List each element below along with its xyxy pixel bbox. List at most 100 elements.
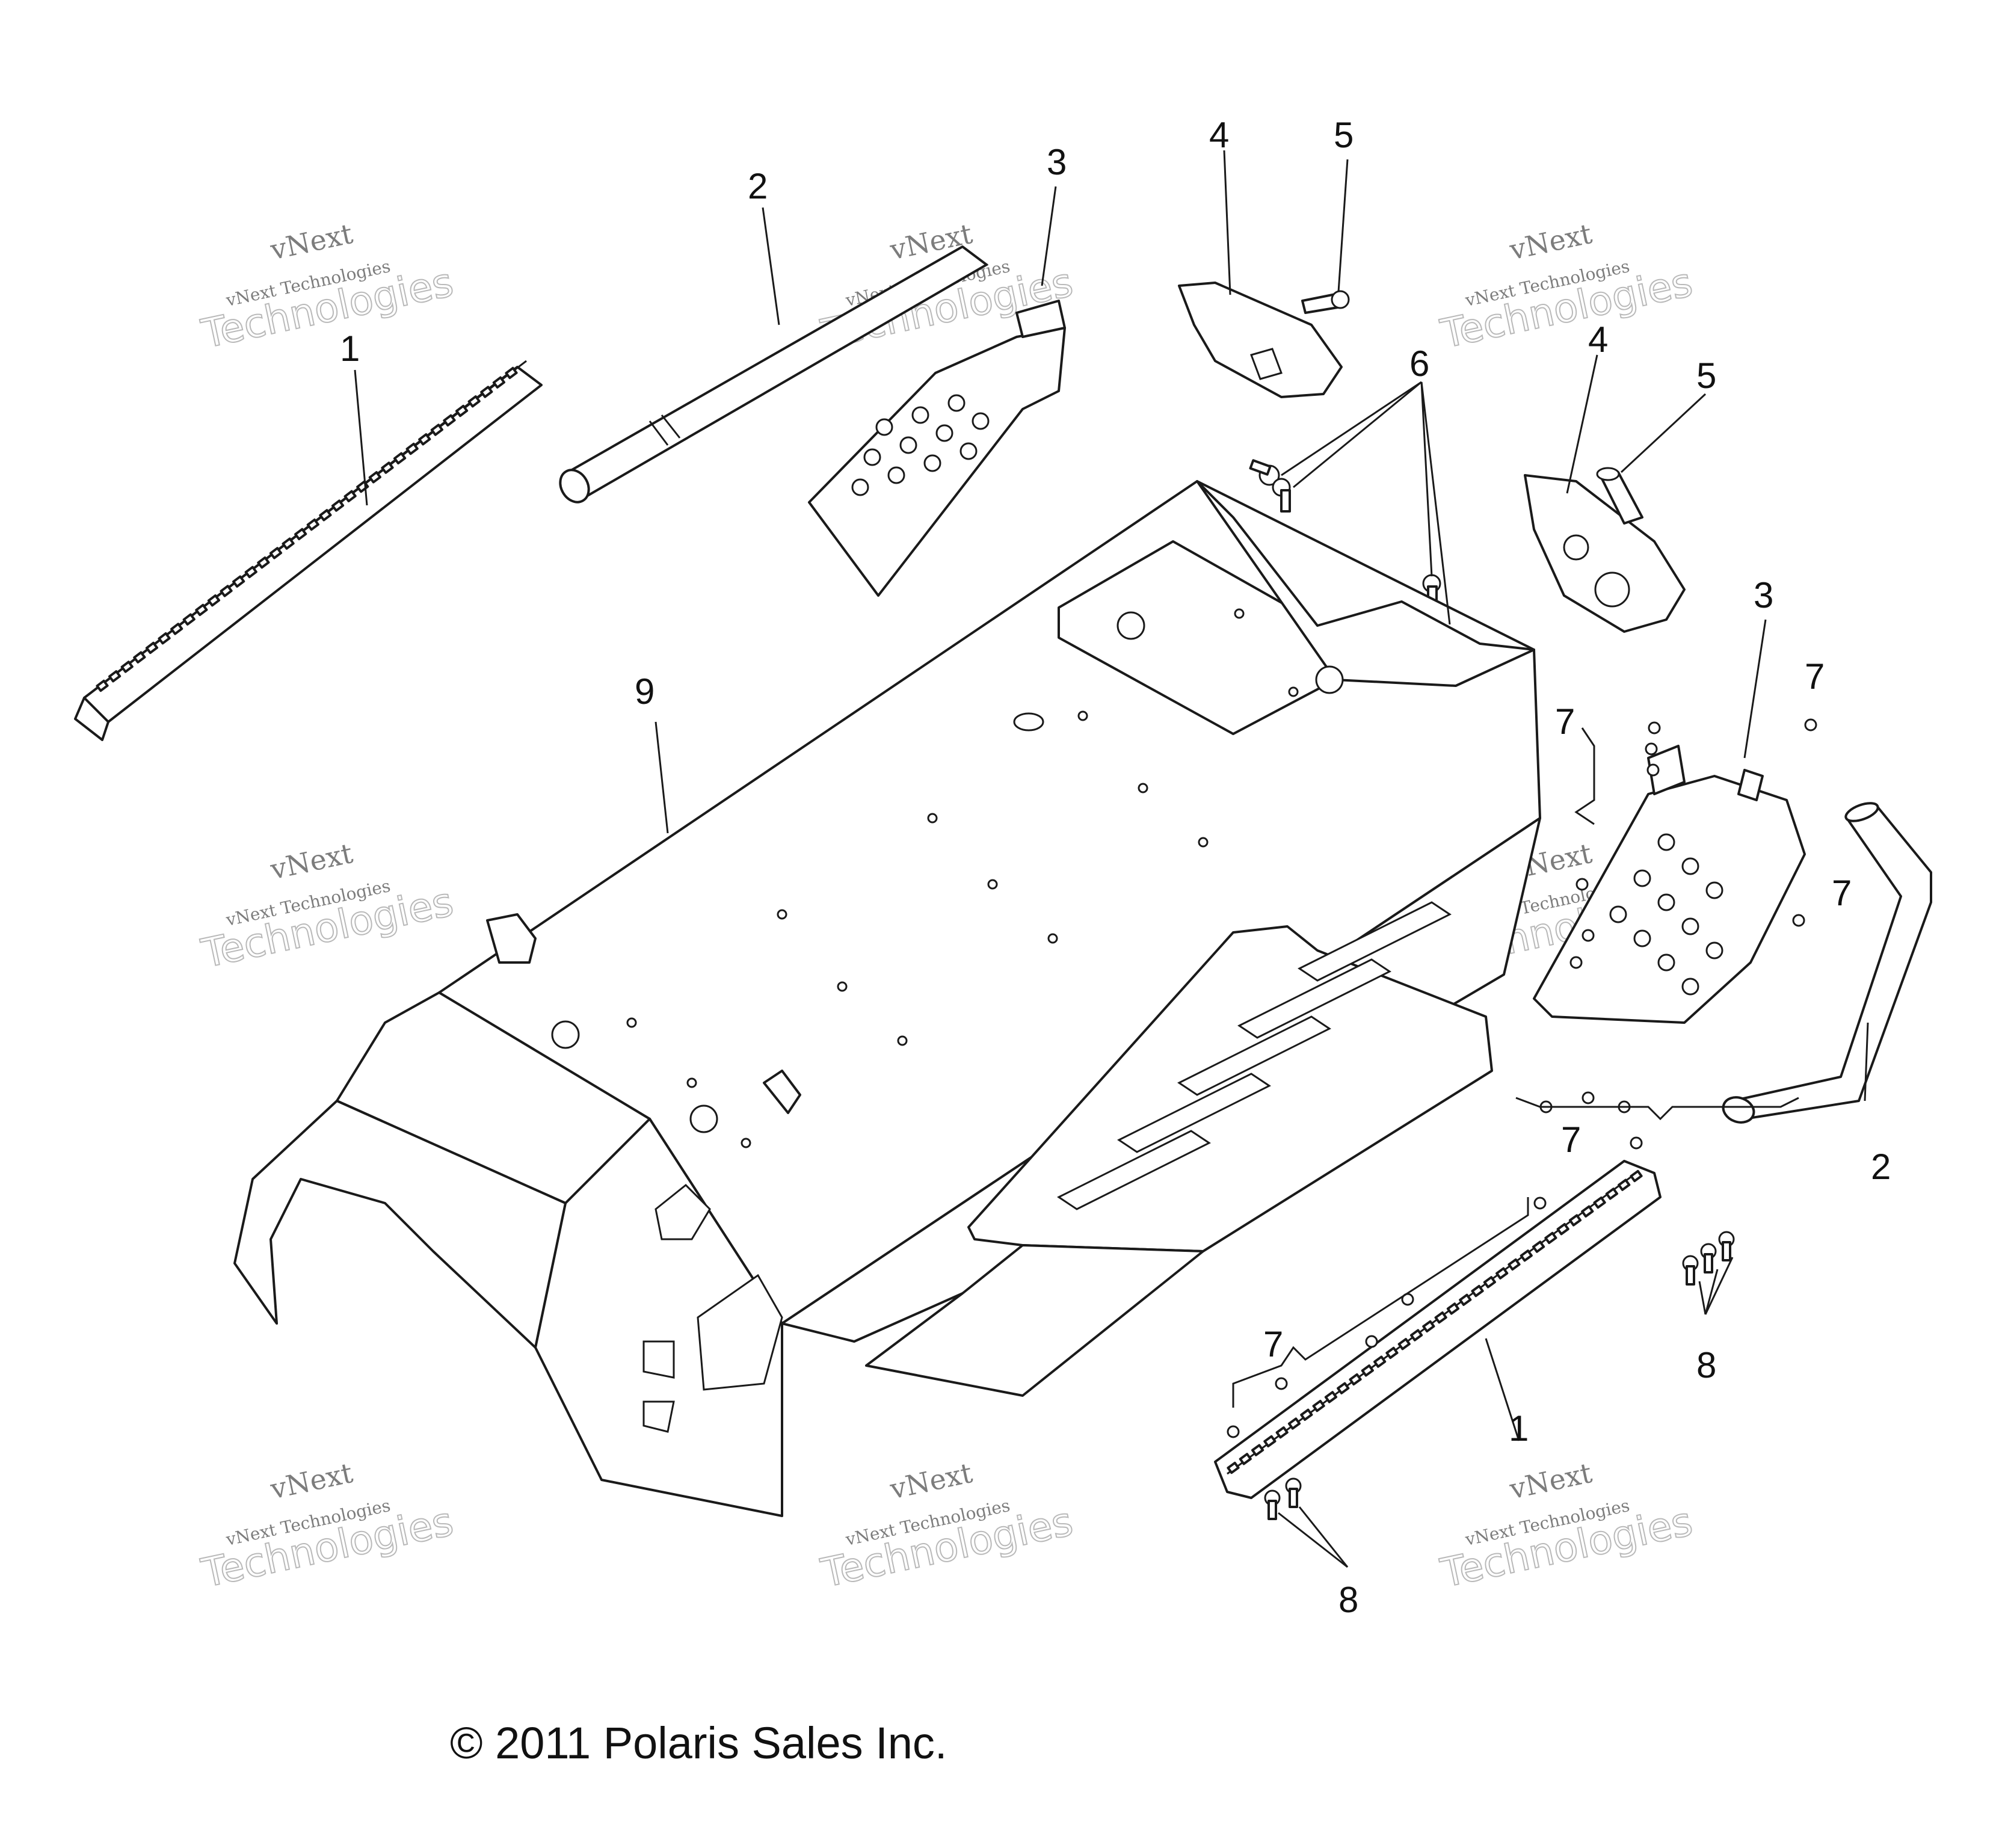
fastener: [1648, 721, 1661, 735]
rail-tooth: [1227, 1461, 1240, 1474]
plate-hole: [1633, 869, 1651, 887]
callout-labels: 1 1 2 2 3 3 4 4 5 5 6 7 7 7 7 7 8 8 9: [340, 115, 1891, 1620]
rail-tooth: [158, 632, 171, 645]
callout-3: 3: [1754, 575, 1773, 615]
plate-hole: [1609, 905, 1627, 923]
deck-hole: [741, 1138, 751, 1148]
plate-hole: [1681, 917, 1699, 935]
plate-holes: [1609, 833, 1723, 996]
rail-tooth: [1287, 1417, 1301, 1430]
fastener: [1533, 1197, 1547, 1210]
part-2-right-tube: [1722, 802, 1932, 1124]
plate-hole: [851, 478, 869, 496]
rail-tooth: [306, 518, 319, 531]
part-4-right-bracket: [1524, 474, 1686, 633]
part-2-left-tube: [559, 245, 988, 504]
plate-hole: [972, 412, 990, 430]
rail-tooth: [96, 679, 109, 692]
rail-tooth: [480, 386, 493, 398]
rail-tooth: [1349, 1373, 1362, 1386]
callout-4: 4: [1209, 115, 1229, 155]
rail-tooth: [1581, 1205, 1594, 1218]
watermark: vNext vNext Technologies Technologies: [816, 1456, 1077, 1597]
watermark: vNext vNext Technologies Technologies: [1436, 217, 1697, 358]
fastener: [1804, 718, 1817, 732]
deck-hole: [897, 1035, 908, 1046]
fastener: [1569, 956, 1583, 969]
callout-5: 5: [1334, 115, 1354, 155]
rail-tooth: [294, 528, 307, 541]
step-slot: [1298, 901, 1452, 982]
rail-tooth: [1495, 1267, 1509, 1280]
step-slots: [1057, 901, 1452, 1210]
step-slot: [1117, 1073, 1271, 1153]
rail-tooth: [269, 547, 283, 559]
rail-tooth: [1459, 1293, 1472, 1306]
svg-text:vNext: vNext: [267, 217, 356, 266]
svg-text:vNext: vNext: [887, 1456, 976, 1506]
callout-7: 7: [1805, 656, 1825, 697]
rail-tooth: [455, 404, 469, 417]
deck-hole: [1198, 837, 1209, 848]
rail-tooth: [1337, 1382, 1350, 1394]
fastener: [1792, 914, 1805, 927]
plate-hole: [1705, 881, 1723, 899]
rail-tooth: [418, 433, 431, 446]
plate-hole: [1657, 953, 1675, 972]
part-3-right-plate: [1533, 745, 1806, 1024]
plate-hole: [1657, 893, 1675, 911]
fastener: [1575, 878, 1589, 891]
plate-hole: [1681, 857, 1699, 875]
rail-tooth: [1471, 1284, 1484, 1298]
callout-4: 4: [1588, 319, 1608, 360]
deck-hole: [1138, 783, 1148, 793]
plate-holes: [851, 394, 990, 496]
part-5-right-bolt: [1596, 467, 1643, 525]
rail-tooth: [1251, 1444, 1264, 1456]
rail-tooth: [505, 366, 518, 380]
watermark: vNext vNext Technologies Technologies: [197, 837, 458, 978]
rail-tooth: [1312, 1399, 1325, 1412]
deck-hole: [1288, 686, 1299, 697]
rail-tooth: [1434, 1311, 1447, 1324]
part-1-left-rail: [74, 360, 543, 741]
rail-tooth: [1544, 1231, 1557, 1245]
rail-tooth: [1618, 1178, 1631, 1191]
watermark: vNext vNext Technologies Technologies: [197, 217, 458, 358]
rail-tooth: [443, 414, 456, 427]
step-slot: [1057, 1130, 1211, 1210]
plate-hole: [1633, 929, 1651, 947]
rail-tooth: [257, 556, 270, 569]
rail-tooth: [1275, 1426, 1289, 1439]
rail-tooth: [1593, 1196, 1606, 1209]
fastener: [1645, 742, 1658, 756]
part-9-tunnel: [233, 480, 1541, 1517]
copyright-notice: © 2011 Polaris Sales Inc.: [450, 1718, 947, 1768]
fastener: [1227, 1425, 1240, 1438]
deck-hole: [837, 981, 848, 992]
part-8-screws: [1264, 1231, 1735, 1520]
callout-1: 1: [1509, 1408, 1529, 1449]
rail-tooth: [1422, 1320, 1435, 1333]
svg-text:vNext: vNext: [267, 837, 356, 886]
callout-7: 7: [1555, 701, 1575, 742]
fastener: [1365, 1335, 1378, 1348]
rail-tooth: [492, 376, 505, 389]
rail-tooth: [282, 537, 295, 550]
callout-1: 1: [340, 328, 360, 369]
rail-tooth: [1263, 1435, 1277, 1448]
deck-hole: [987, 879, 998, 890]
deck-hole: [686, 1077, 697, 1088]
rail-tooth: [207, 594, 221, 607]
rail-tooth: [244, 565, 257, 579]
deck-hole: [927, 813, 938, 824]
fastener: [1630, 1136, 1643, 1150]
callout-3: 3: [1047, 142, 1067, 182]
rail-tooth: [381, 461, 394, 474]
rail-tooth: [1605, 1187, 1618, 1200]
plate-hole: [1705, 941, 1723, 959]
rail-tooth: [170, 623, 183, 635]
rail-tooth: [343, 490, 357, 503]
rail-tooth: [1568, 1214, 1582, 1227]
watermark: vNext vNext Technologies Technologies: [1436, 1456, 1697, 1597]
